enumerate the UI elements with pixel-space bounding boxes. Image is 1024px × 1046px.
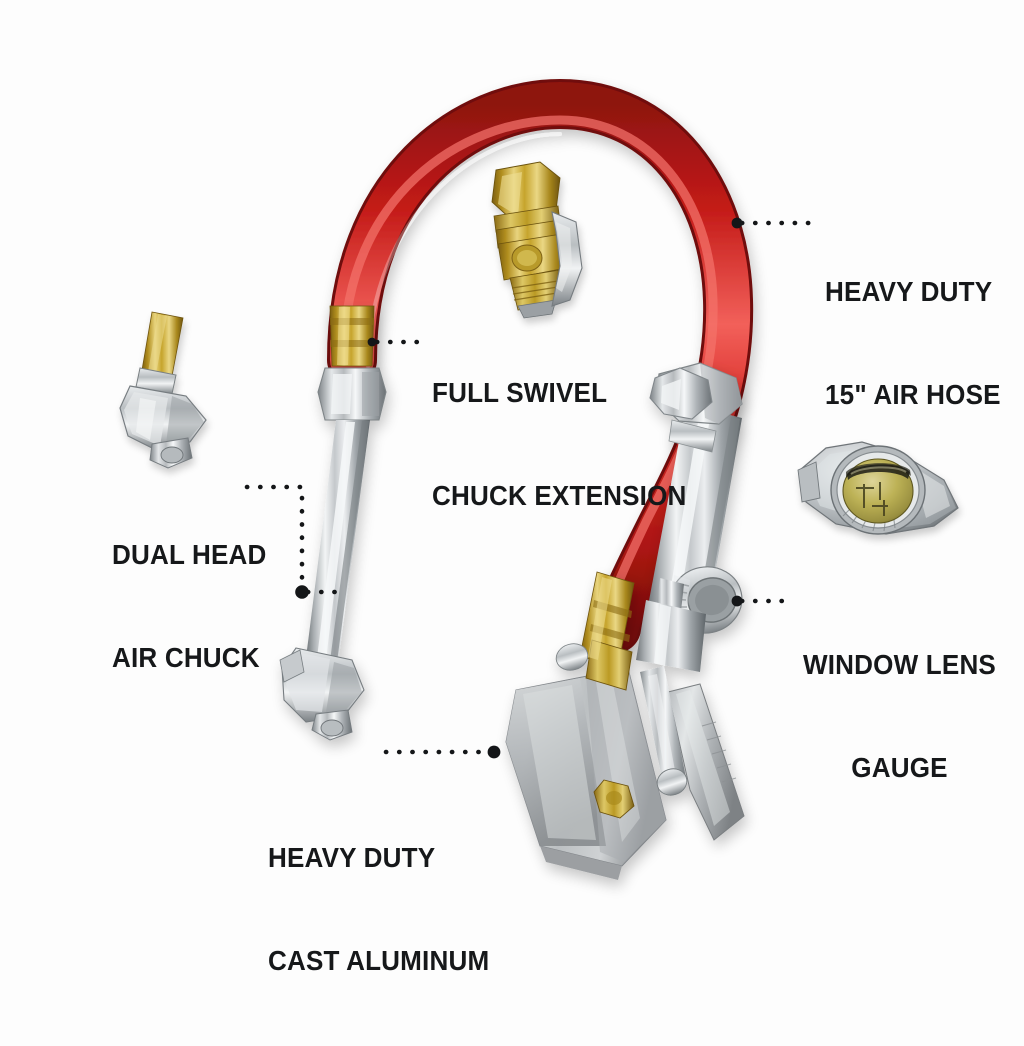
callout-line: FULL SWIVEL [432,377,608,409]
dot-heavy-duty-air-hose [731,217,743,229]
callout-label-heavy-duty-cast-aluminum: HEAVY DUTY CAST ALUMINUM [268,773,489,1046]
callout-line: AIR CHUCK [112,641,260,673]
leader-dual-head-air-chuck [244,484,305,591]
brass-ferrule-top [329,305,375,367]
dual-head-air-chuck-part [119,311,207,469]
dual-head-air-chuck-lower [279,647,365,741]
callout-line: HEAVY DUTY [268,842,436,874]
callout-label-full-swivel-chuck-extension: FULL SWIVEL CHUCK EXTENSION [432,308,687,581]
callout-line: WINDOW LENS [803,649,996,681]
callout-line: HEAVY DUTY [825,276,993,308]
callout-line: CHUCK EXTENSION [432,479,687,511]
barrel-collar [668,419,717,453]
window-lens-gauge-part [797,441,959,535]
product-illustration [119,78,959,880]
callout-label-heavy-duty-air-hose: HEAVY DUTY 15" AIR HOSE [825,207,1001,480]
extension-tube [306,420,370,664]
callout-label-window-lens-gauge: WINDOW LENS GAUGE [803,580,996,853]
dot-window-lens-gauge [731,595,743,607]
swivel-chuck-extension-assembly [279,305,387,741]
dot-heavy-duty-cast-alum [487,745,501,759]
callout-line: GAUGE [851,751,948,783]
brass-ferrule-bottom [579,571,635,691]
callout-line: 15" AIR HOSE [825,378,1001,410]
dot-full-swivel [367,337,377,347]
gauge-body-assembly [505,362,745,880]
hex-nut-extension [317,367,387,421]
cast-aluminum-body [505,667,667,880]
callout-label-dual-head-air-chuck: DUAL HEAD AIR CHUCK [112,470,267,743]
hex-nut-hose-swivel [649,367,713,420]
callout-line: DUAL HEAD [112,539,267,571]
trigger-lever [640,666,745,841]
callout-leaders [244,220,815,755]
dot-dual-head-air-chuck [295,585,309,599]
callout-line: CAST ALUMINUM [268,944,490,976]
full-swivel-chuck-extension-part [491,161,583,319]
brass-valve-nut [593,779,635,819]
product-diagram-canvas: HEAVY DUTY 15" AIR HOSE FULL SWIVEL CHUC… [112,78,1001,976]
callout-anchor-dots [295,217,743,759]
